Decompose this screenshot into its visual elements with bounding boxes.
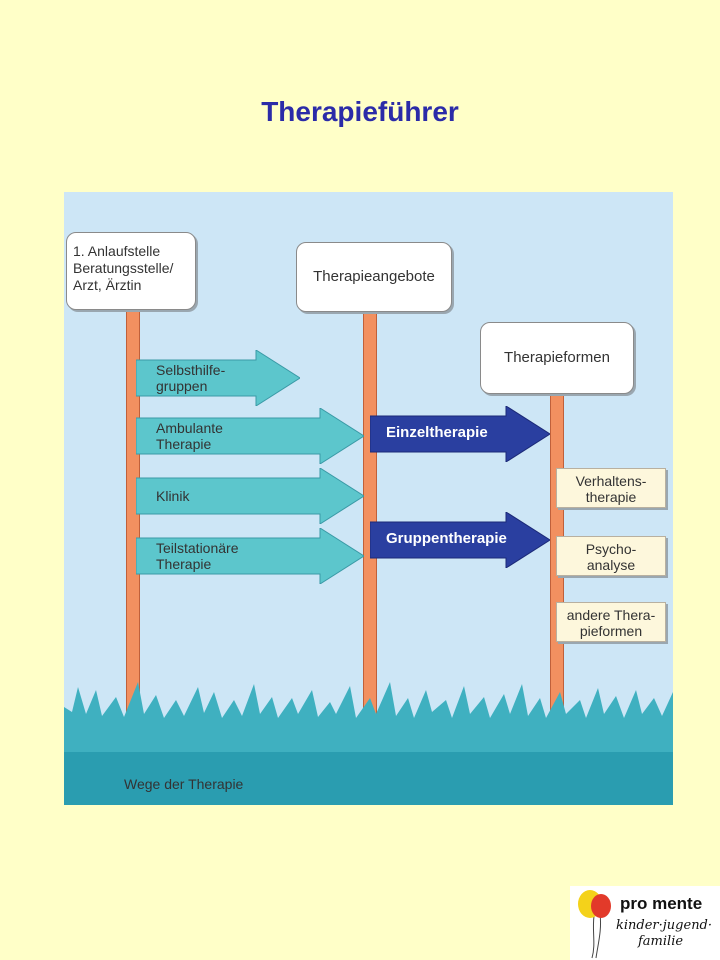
logo-subtitle-line-1: kinder·jugend· bbox=[616, 918, 713, 933]
arrow-klinik-line-1: Klinik bbox=[156, 488, 190, 504]
arrow-einzeltherapie-shape bbox=[370, 406, 550, 462]
arrow-gruppentherapie: Gruppentherapie bbox=[370, 512, 550, 568]
logo-subtitle: kinder·jugend· familie bbox=[616, 918, 712, 950]
logo-brand: pro mente bbox=[620, 894, 703, 913]
form-verhaltenstherapie: Verhaltens- therapie bbox=[556, 468, 666, 508]
arrow-selbsthilfegruppen-shape bbox=[136, 350, 300, 406]
arrow-teilstationaere-therapie: Teilstationäre Therapie bbox=[136, 528, 364, 584]
therapy-diagram: Wege der Therapie 1. Anlaufstelle Beratu… bbox=[64, 192, 673, 805]
sign-therapieangebote: Therapieangebote bbox=[296, 242, 452, 312]
form-verhaltenstherapie-line-1: Verhaltens- bbox=[575, 473, 647, 489]
form-psychoanalyse-line-2: analyse bbox=[586, 557, 636, 573]
arrow-selbsthilfegruppen-line-1: Selbsthilfe- bbox=[156, 362, 226, 378]
sign-therapieformen-label: Therapieformen bbox=[504, 349, 610, 366]
arrow-klinik-shape bbox=[136, 468, 364, 524]
pro-mente-logo: pro mente kinder·jugend· familie bbox=[570, 886, 720, 960]
sign-anlaufstelle-line-2: Beratungsstelle/ bbox=[73, 260, 174, 276]
arrow-einzeltherapie-label: Einzeltherapie bbox=[386, 424, 488, 441]
form-psychoanalyse-line-1: Psycho- bbox=[585, 541, 637, 557]
arrow-ambulante-therapie: Ambulante Therapie bbox=[136, 408, 364, 464]
arrow-einzeltherapie: Einzeltherapie bbox=[370, 406, 550, 462]
arrow-selbsthilfegruppen: Selbsthilfe- gruppen bbox=[136, 350, 300, 406]
grass-illustration bbox=[64, 682, 673, 805]
form-andere-therapieformen-line-2: pieformen bbox=[579, 623, 643, 639]
arrow-ambulante-therapie-line-2: Therapie bbox=[156, 436, 212, 452]
arrow-selbsthilfegruppen-line-2: gruppen bbox=[156, 378, 208, 394]
arrow-gruppentherapie-shape bbox=[370, 512, 550, 568]
arrow-teilstationaere-therapie-line-1: Teilstationäre bbox=[156, 540, 239, 556]
arrow-ambulante-therapie-shape bbox=[136, 408, 364, 464]
form-psychoanalyse: Psycho- analyse bbox=[556, 536, 666, 576]
diagram-caption: Wege der Therapie bbox=[124, 776, 244, 792]
logo-subtitle-line-2: familie bbox=[638, 934, 684, 949]
form-andere-therapieformen-line-1: andere Thera- bbox=[566, 607, 656, 623]
sign-anlaufstelle: 1. Anlaufstelle Beratungsstelle/ Arzt, Ä… bbox=[66, 232, 196, 310]
balloons-icon bbox=[578, 890, 611, 959]
arrow-ambulante-therapie-line-1: Ambulante bbox=[156, 420, 223, 436]
arrow-teilstationaere-therapie-line-2: Therapie bbox=[156, 556, 212, 572]
arrow-gruppentherapie-label: Gruppentherapie bbox=[386, 530, 507, 547]
page-title: Therapieführer bbox=[261, 96, 459, 127]
sign-therapieformen: Therapieformen bbox=[480, 322, 634, 394]
sign-anlaufstelle-line-1: 1. Anlaufstelle bbox=[73, 243, 161, 259]
sign-therapieangebote-label: Therapieangebote bbox=[313, 268, 435, 285]
form-andere-therapieformen: andere Thera- pieformen bbox=[556, 602, 666, 642]
sign-anlaufstelle-line-3: Arzt, Ärztin bbox=[73, 277, 142, 293]
arrow-teilstationaere-therapie-shape bbox=[136, 528, 364, 584]
arrow-klinik: Klinik bbox=[136, 468, 364, 524]
form-verhaltenstherapie-line-2: therapie bbox=[585, 489, 637, 505]
